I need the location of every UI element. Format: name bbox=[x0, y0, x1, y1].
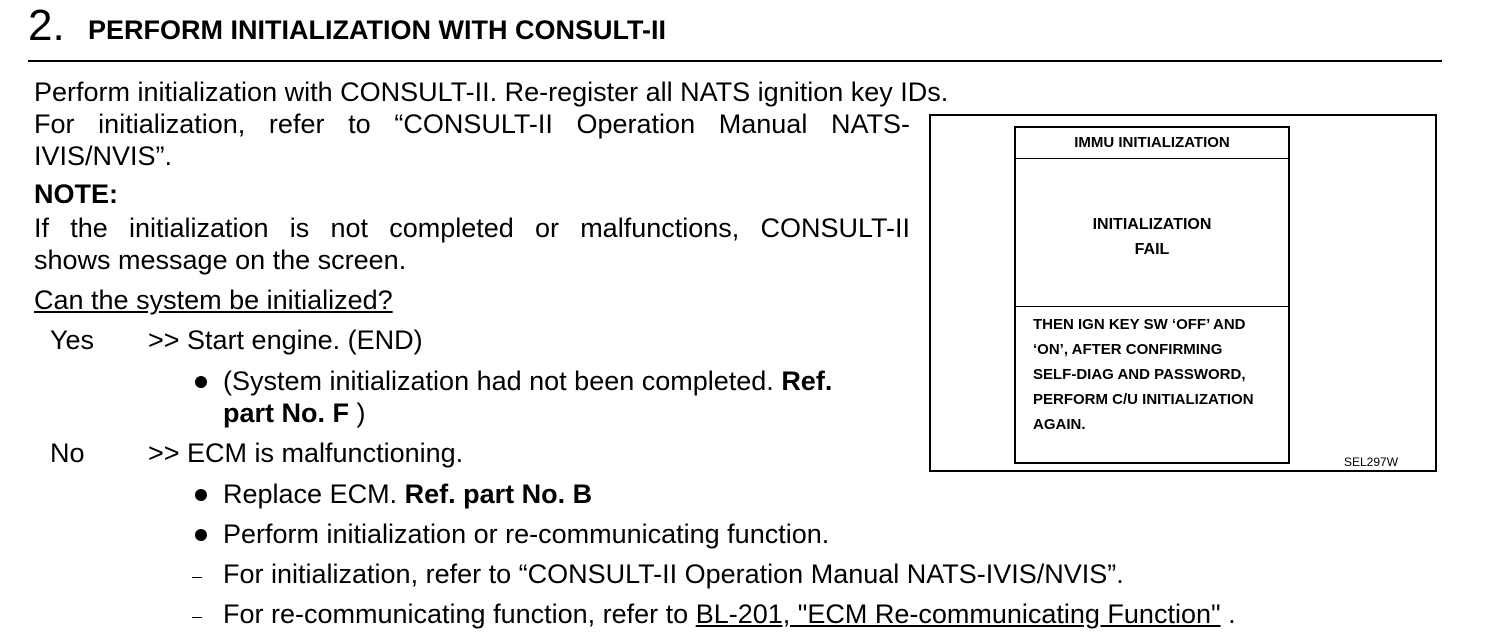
bullet-icon bbox=[195, 376, 207, 388]
question: Can the system be initialized? bbox=[34, 285, 393, 315]
ecm-recommunicating-link[interactable]: BL-201, "ECM Re-communicating Function" bbox=[695, 599, 1221, 629]
reference-line-2: IVIS/NVIS”. bbox=[34, 141, 173, 171]
no-ref-b: Ref. part No. B bbox=[404, 479, 593, 509]
no-dash-2: For re-communicating function, refer to … bbox=[223, 599, 1236, 629]
screen-message: INITIALIZATION FAIL bbox=[1092, 216, 1212, 258]
yes-label: Yes bbox=[50, 325, 95, 355]
bullet-icon bbox=[195, 529, 207, 541]
no-bullet-1: Replace ECM. Ref. part No. B bbox=[223, 479, 593, 509]
dash-icon bbox=[192, 577, 202, 578]
no-bullet-2: Perform initialization or re-communicati… bbox=[223, 519, 830, 549]
dash-icon bbox=[192, 617, 202, 618]
note-line-1: If the initialization is not completed o… bbox=[34, 213, 910, 243]
figure-code: SEL297W bbox=[1344, 455, 1399, 469]
yes-action: >> Start engine. (END) bbox=[148, 325, 423, 355]
yes-ref-1: Ref. bbox=[781, 366, 833, 396]
no-action: >> ECM is malfunctioning. bbox=[148, 438, 464, 468]
instruction-paragraph: Perform initialization with CONSULT-II. … bbox=[34, 77, 949, 107]
screen-instructions: THEN IGN KEY SW ‘OFF’ AND ‘ON’, AFTER CO… bbox=[1033, 316, 1254, 433]
screen-divider bbox=[1016, 306, 1288, 307]
no-label: No bbox=[50, 438, 85, 468]
consult-screen bbox=[1014, 126, 1290, 464]
yes-bullet-text: (System initialization had not been comp… bbox=[223, 366, 833, 396]
yes-ref-2: part No. F bbox=[223, 398, 349, 428]
header-rule bbox=[28, 60, 1442, 62]
step-number: 2. bbox=[28, 1, 65, 50]
step-title: PERFORM INITIALIZATION WITH CONSULT-II bbox=[88, 15, 666, 45]
figure-frame bbox=[929, 114, 1437, 472]
note-label: NOTE: bbox=[34, 179, 118, 209]
no-dash-1: For initialization, refer to “CONSULT-II… bbox=[223, 559, 1124, 589]
screen-title: IMMU INITIALIZATION bbox=[1016, 128, 1288, 159]
reference-line-1: For initialization, refer to “CONSULT-II… bbox=[34, 109, 910, 139]
yes-bullet-text-2: part No. F ) bbox=[223, 398, 366, 428]
note-line-2: shows message on the screen. bbox=[34, 245, 407, 275]
bullet-icon bbox=[195, 489, 207, 501]
